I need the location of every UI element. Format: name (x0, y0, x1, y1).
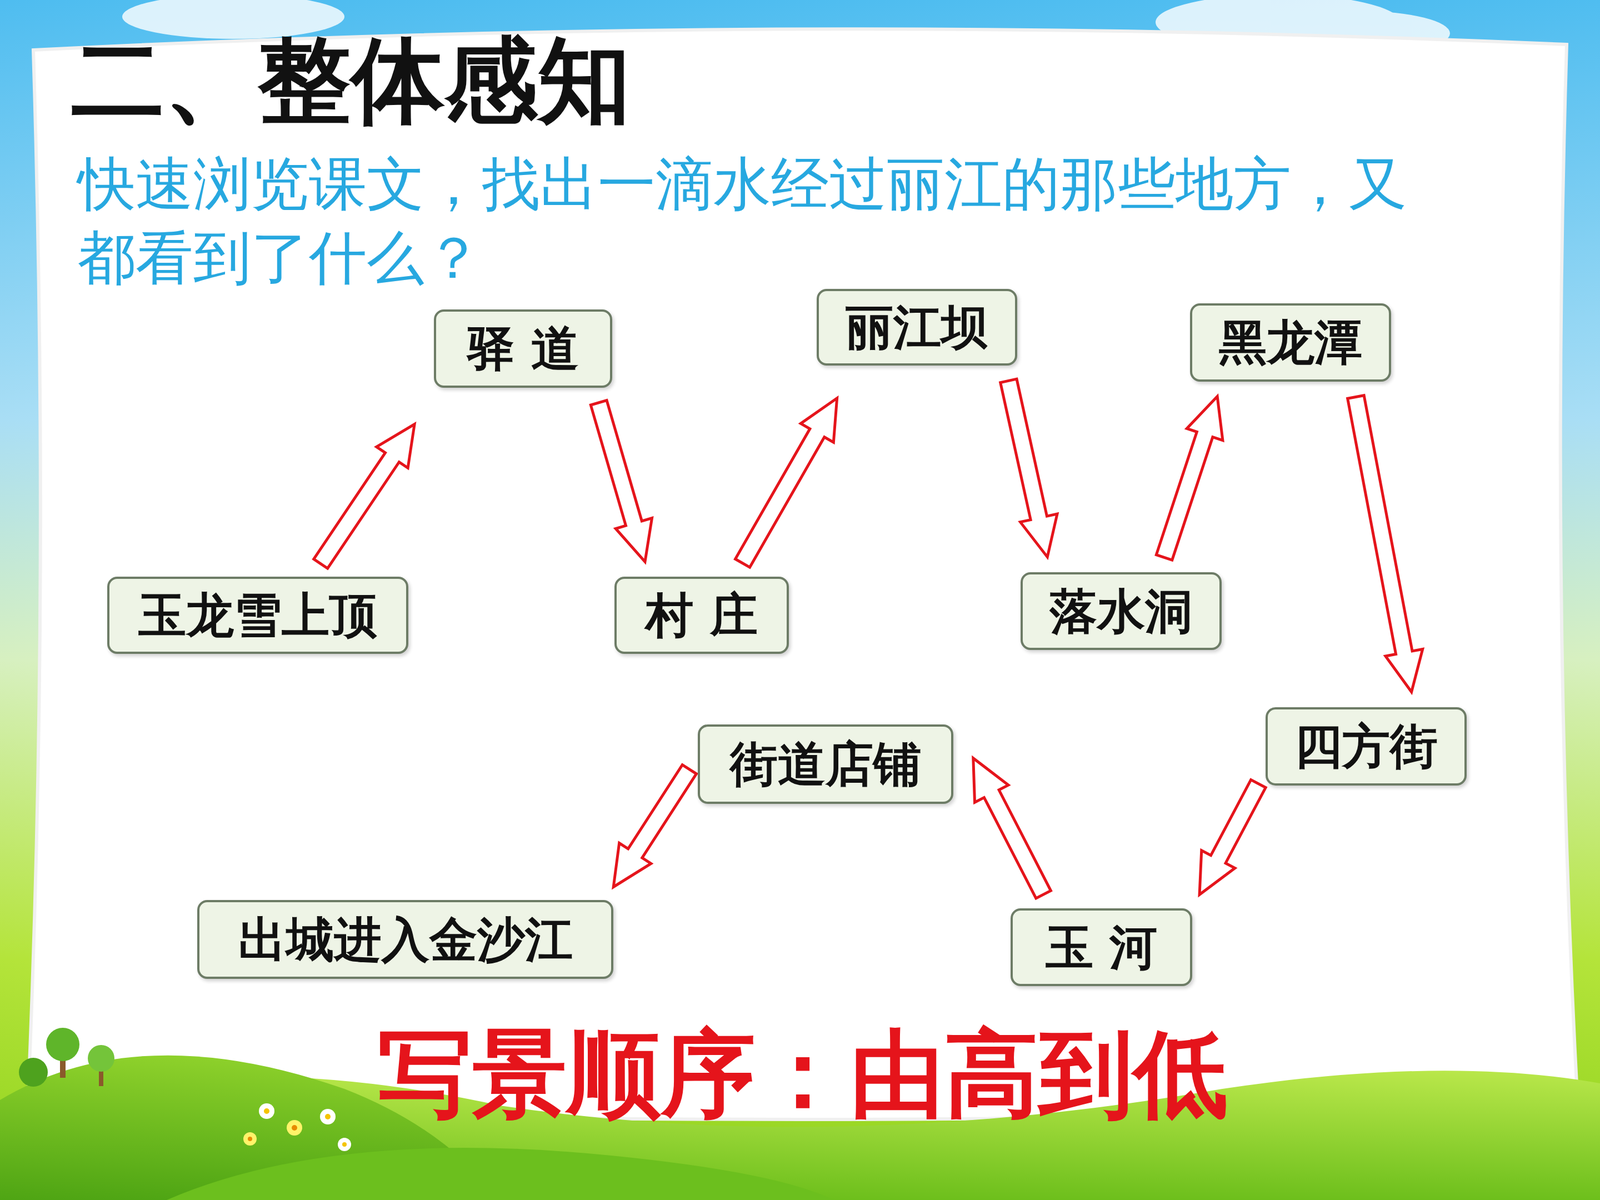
place-name: 村 庄 (645, 587, 758, 643)
place-name: 落水洞 (1049, 583, 1193, 639)
question-text: 快速浏览课文，找出一滴水经过丽江的那些地方，又都看到了什么？ (77, 147, 1423, 295)
hollow-arrow (1199, 780, 1266, 895)
slide-title: 二、整体感知 (71, 25, 632, 138)
pillow-panel (27, 28, 1578, 1120)
place-name: 驿 道 (467, 321, 580, 377)
place-box: 落水洞 (1020, 572, 1222, 650)
place-box: 街道店铺 (697, 724, 954, 804)
place-box: 玉龙雪上顶 (107, 576, 409, 654)
hollow-arrow (613, 765, 697, 888)
place-name: 玉龙雪上顶 (138, 587, 378, 643)
place-box: 村 庄 (614, 576, 789, 654)
flowers (243, 1103, 352, 1152)
place-box: 黑龙潭 (1190, 303, 1392, 382)
place-name: 街道店铺 (730, 736, 922, 792)
place-box: 出城进入金沙江 (197, 900, 614, 979)
hollow-arrow (313, 424, 415, 569)
hollow-arrow (590, 400, 652, 562)
trees (18, 1027, 115, 1087)
summary-text: 写景顺序：由高到低 (377, 1022, 1228, 1127)
hollow-arrow (973, 758, 1052, 899)
hollow-arrow (1156, 396, 1223, 561)
place-name: 黑龙潭 (1218, 315, 1363, 370)
place-box: 四方街 (1265, 707, 1467, 786)
place-box: 玉 河 (1010, 908, 1193, 987)
hollow-arrow (735, 398, 838, 568)
place-name: 玉 河 (1045, 920, 1158, 975)
hill (166, 1147, 834, 1200)
place-box: 丽江坝 (816, 288, 1018, 366)
place-name: 丽江坝 (845, 300, 989, 355)
place-name: 四方街 (1294, 718, 1438, 774)
place-name: 出城进入金沙江 (238, 912, 573, 968)
hollow-arrow (1347, 395, 1423, 693)
hollow-arrow (1000, 378, 1058, 558)
place-box: 驿 道 (433, 309, 613, 388)
